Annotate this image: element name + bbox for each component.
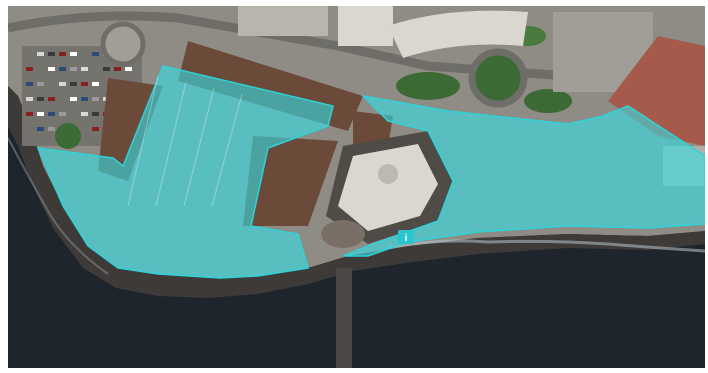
parked-car [59,112,66,116]
parked-car [26,67,33,71]
parked-car [103,67,110,71]
parked-car [81,112,88,116]
parked-car [37,52,44,56]
city-block [238,6,328,36]
parked-car [37,127,44,131]
red-roof-building [608,36,705,146]
parked-car [37,97,44,101]
parked-car [81,97,88,101]
highlighted-area[interactable] [36,65,705,279]
parked-car [125,67,132,71]
parked-car [70,67,77,71]
map-viewport[interactable]: i [8,6,705,368]
parked-car [48,127,55,131]
central-building [321,131,453,248]
roundabout [468,48,528,108]
parked-car [92,82,99,86]
plaza-grid-line [155,81,187,207]
vegetation [524,89,572,113]
parked-car [48,97,55,101]
parked-car [92,127,99,131]
plaza-grid-line [183,87,215,207]
parked-car [70,82,77,86]
parked-car [114,67,121,71]
parked-car [48,67,55,71]
parked-car [92,97,99,101]
city-block [338,6,393,46]
warehouse-roof [243,136,338,226]
roundabout [100,21,146,67]
parked-car [26,82,33,86]
surf [387,239,705,253]
breakwater-pier [336,268,352,368]
parked-car [48,52,55,56]
info-marker-icon[interactable]: i [398,230,414,244]
warehouse-roof [98,78,163,181]
aerial-map[interactable]: i [8,6,705,368]
parked-car [59,82,66,86]
parked-car [92,52,99,56]
plaza-grid-line [211,93,243,207]
parked-car [59,52,66,56]
svg-text:i: i [405,233,408,244]
parked-car [37,112,44,116]
roundabout [55,123,81,149]
plaza-grid-line [127,75,159,207]
parked-car [70,52,77,56]
parked-car [81,82,88,86]
parked-car [59,67,66,71]
warehouse-roof [353,111,393,146]
coastline [8,86,705,298]
parked-car [48,112,55,116]
parked-car [70,97,77,101]
vegetation [396,72,460,100]
road [8,11,705,89]
parked-car [81,67,88,71]
surf [8,137,109,275]
parked-car [92,112,99,116]
curved-building [388,10,528,59]
parked-car [37,82,44,86]
parked-car [26,112,33,116]
parked-car [26,97,33,101]
